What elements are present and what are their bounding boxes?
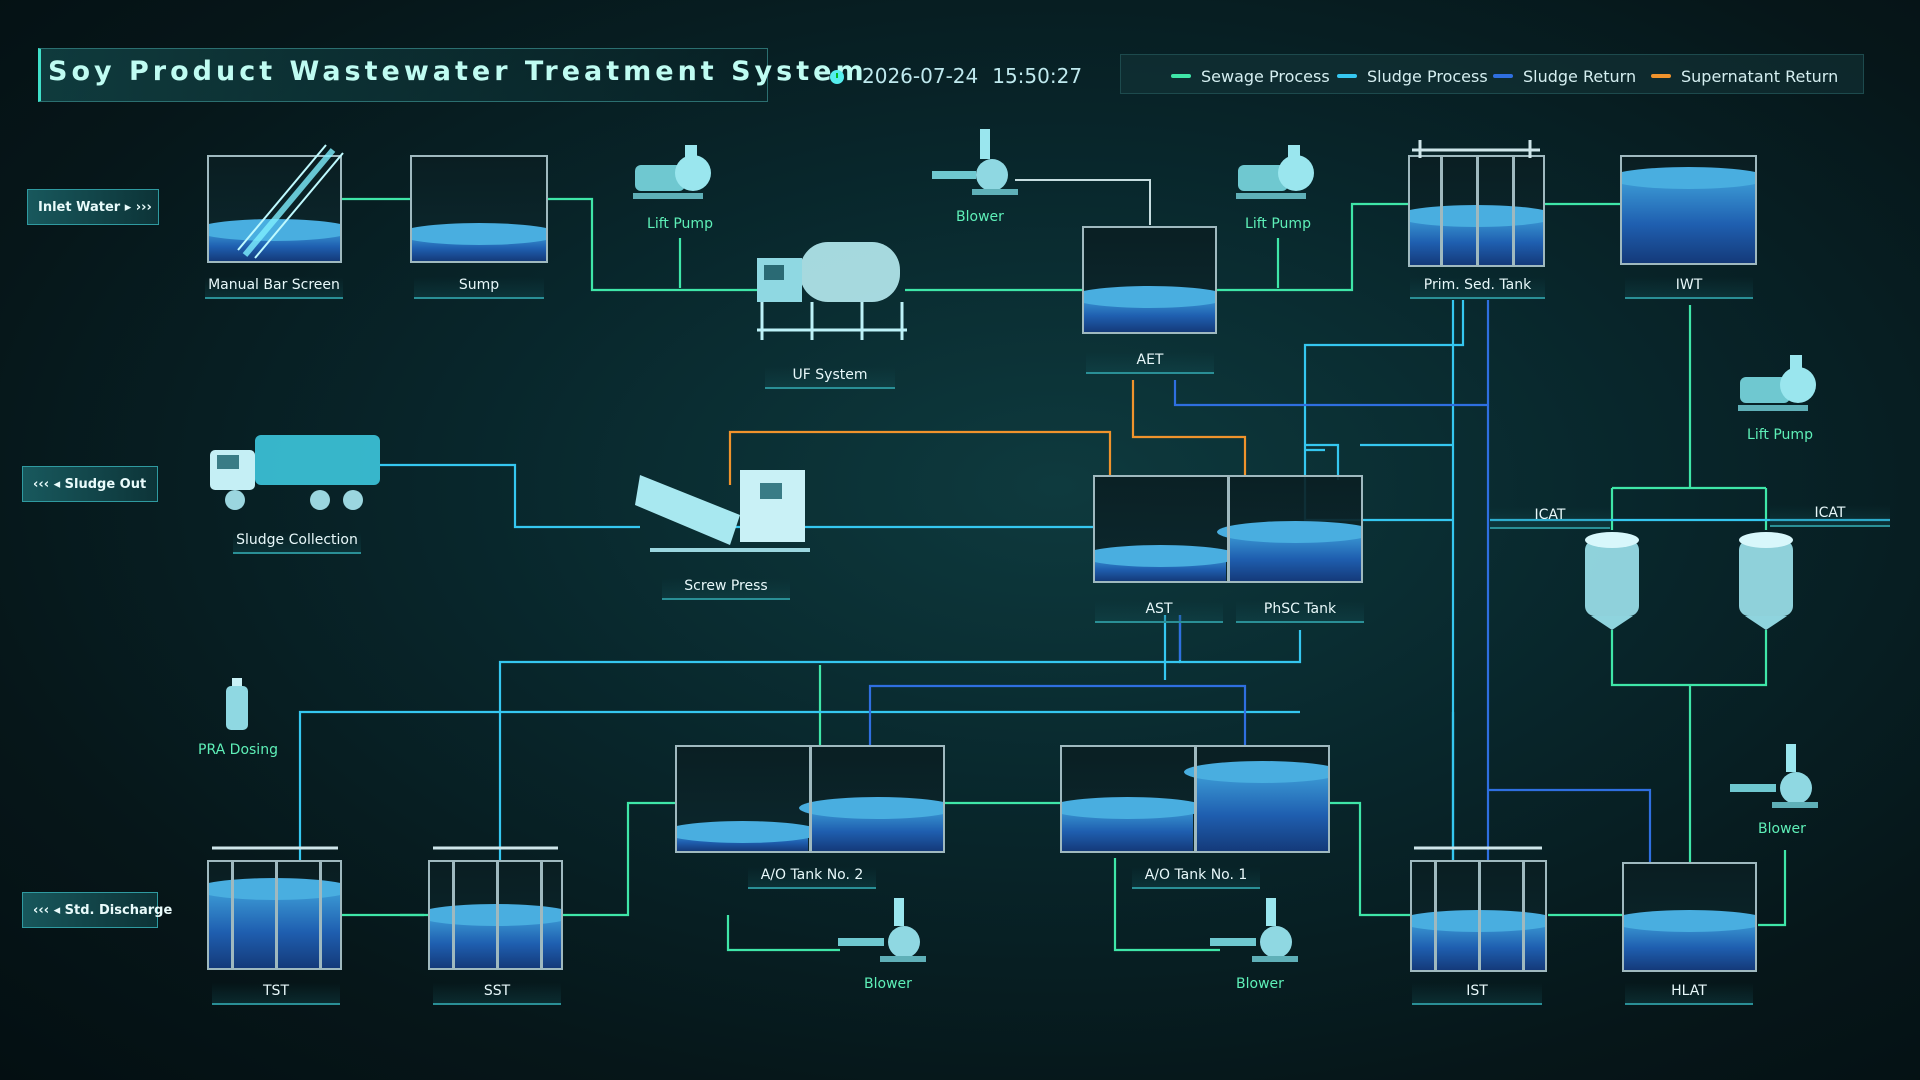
- blower-icon-ao2[interactable]: [838, 898, 930, 964]
- blower-label-ao2: Blower: [864, 976, 912, 992]
- screw-press-icon[interactable]: [630, 455, 815, 560]
- icat-vessel-2[interactable]: [1737, 530, 1795, 630]
- blower-icon-right[interactable]: [1730, 744, 1822, 810]
- iwt-tank[interactable]: [1620, 155, 1757, 265]
- clock: 2026-07-24 15:50:27: [830, 64, 1096, 88]
- legend-sewage: Sewage Process: [1171, 67, 1330, 86]
- supernatant-pipes: [728, 380, 1247, 485]
- clock-icon: [830, 70, 844, 84]
- ao2-tank[interactable]: [675, 745, 945, 853]
- sst-label: SST: [433, 983, 561, 1005]
- blower-icon-top[interactable]: [932, 127, 1022, 197]
- ao1-label: A/O Tank No. 1: [1132, 867, 1260, 889]
- sump-tank[interactable]: [410, 155, 548, 263]
- sewage-pipes: [340, 197, 1787, 952]
- sludge-return-pipes: [868, 300, 1652, 862]
- date-text: 2026-07-24: [862, 64, 979, 88]
- time-text: 15:50:27: [992, 64, 1083, 88]
- pra-dosing-icon[interactable]: [223, 678, 251, 730]
- discharge-tag[interactable]: ‹‹‹ ◂ Std. Discharge: [22, 892, 172, 928]
- ast-label: AST: [1095, 601, 1223, 623]
- ist-tank[interactable]: [1410, 860, 1547, 972]
- lift-pump-label-2: Lift Pump: [1245, 216, 1311, 232]
- ao1-tank[interactable]: [1060, 745, 1330, 853]
- tst-label: TST: [212, 983, 340, 1005]
- blower-label-right: Blower: [1758, 821, 1806, 837]
- aet-label: AET: [1086, 352, 1214, 374]
- sludge-truck-icon: [205, 415, 385, 515]
- screw-press-label: Screw Press: [662, 578, 790, 600]
- sst-tank[interactable]: [428, 860, 563, 970]
- legend: Sewage Process Sludge Process Sludge Ret…: [1120, 54, 1864, 94]
- legend-sludge-return: Sludge Return: [1493, 67, 1636, 86]
- lift-pump-icon-3[interactable]: [1730, 355, 1830, 417]
- hlat-label: HLAT: [1625, 983, 1753, 1005]
- uf-system-icon[interactable]: [752, 230, 912, 345]
- blower-label-ao1: Blower: [1236, 976, 1284, 992]
- ist-label: IST: [1412, 983, 1542, 1005]
- prim-sed-tank[interactable]: [1408, 155, 1545, 267]
- hlat-tank[interactable]: [1622, 862, 1757, 972]
- sludge-collection-label: Sludge Collection: [233, 532, 361, 554]
- blower-icon-ao1[interactable]: [1210, 898, 1302, 964]
- prim-sed-label: Prim. Sed. Tank: [1410, 277, 1545, 299]
- tst-tank[interactable]: [207, 860, 342, 970]
- icat-label-1: ICAT: [1490, 507, 1610, 529]
- lift-pump-icon[interactable]: [625, 145, 725, 205]
- ast-phsc-tank[interactable]: [1093, 475, 1363, 583]
- lift-pump-label-1: Lift Pump: [647, 216, 713, 232]
- legend-supernatant: Supernatant Return: [1651, 67, 1838, 86]
- blower-label-top: Blower: [956, 209, 1004, 225]
- ao2-label: A/O Tank No. 2: [748, 867, 876, 889]
- icat-vessel-1[interactable]: [1583, 530, 1641, 630]
- page-title: Soy Product Wastewater Treatment System: [48, 56, 868, 87]
- manual-bar-screen-label: Manual Bar Screen: [205, 277, 343, 299]
- icat-label-2: ICAT: [1770, 505, 1890, 527]
- inlet-water-tag[interactable]: Inlet Water ▸ ›››: [27, 189, 159, 225]
- sump-label: Sump: [414, 277, 544, 299]
- phsc-label: PhSC Tank: [1236, 601, 1364, 623]
- lift-pump-label-3: Lift Pump: [1747, 427, 1813, 443]
- lift-pump-icon-2[interactable]: [1228, 145, 1328, 205]
- manual-bar-screen-tank[interactable]: [207, 155, 342, 263]
- iwt-label: IWT: [1625, 277, 1753, 299]
- title-bar: [38, 48, 768, 102]
- uf-system-label: UF System: [765, 367, 895, 389]
- legend-sludge: Sludge Process: [1337, 67, 1488, 86]
- aet-tank[interactable]: [1082, 226, 1217, 334]
- sludge-out-tag[interactable]: ‹‹‹ ◂ Sludge Out: [22, 466, 158, 502]
- pra-dosing-label: PRA Dosing: [198, 742, 278, 758]
